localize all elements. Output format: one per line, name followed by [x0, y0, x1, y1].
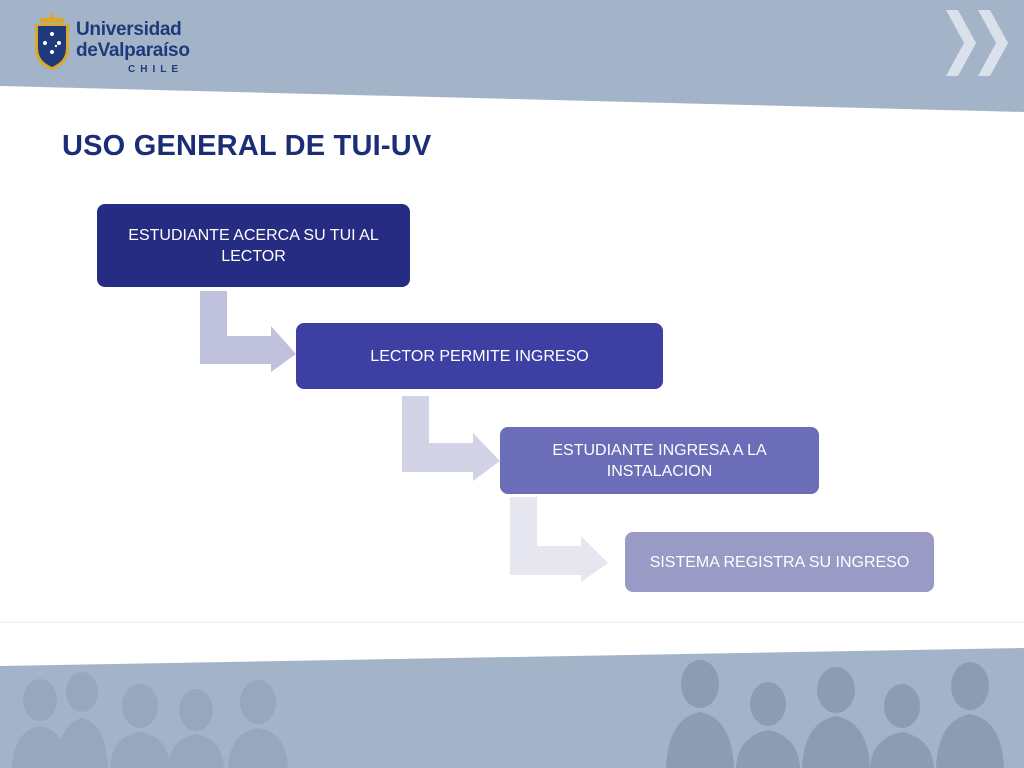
- students-photo-strip: [12, 660, 1004, 768]
- university-crest-icon: [35, 12, 69, 70]
- logo-text-line3: CHILE: [128, 64, 183, 75]
- process-step-3: ESTUDIANTE INGRESA A LA INSTALACION: [500, 427, 819, 494]
- students-photo-left: [12, 672, 288, 768]
- process-step-1: ESTUDIANTE ACERCA SU TUI AL LECTOR: [97, 204, 410, 287]
- process-step-2: LECTOR PERMITE INGRESO: [296, 323, 663, 389]
- page-title: USO GENERAL DE TUI-UV: [62, 130, 432, 162]
- logo-text-line1: Universidad: [76, 19, 182, 40]
- header-band: [0, 0, 1024, 112]
- process-step-4: SISTEMA REGISTRA SU INGRESO: [625, 532, 934, 592]
- logo-text-line2: deValparaíso: [76, 40, 190, 61]
- university-logo: Universidad deValparaíso CHILE: [32, 8, 190, 76]
- double-chevron-right-icon: [946, 10, 1008, 76]
- students-photo-right: [666, 660, 1004, 768]
